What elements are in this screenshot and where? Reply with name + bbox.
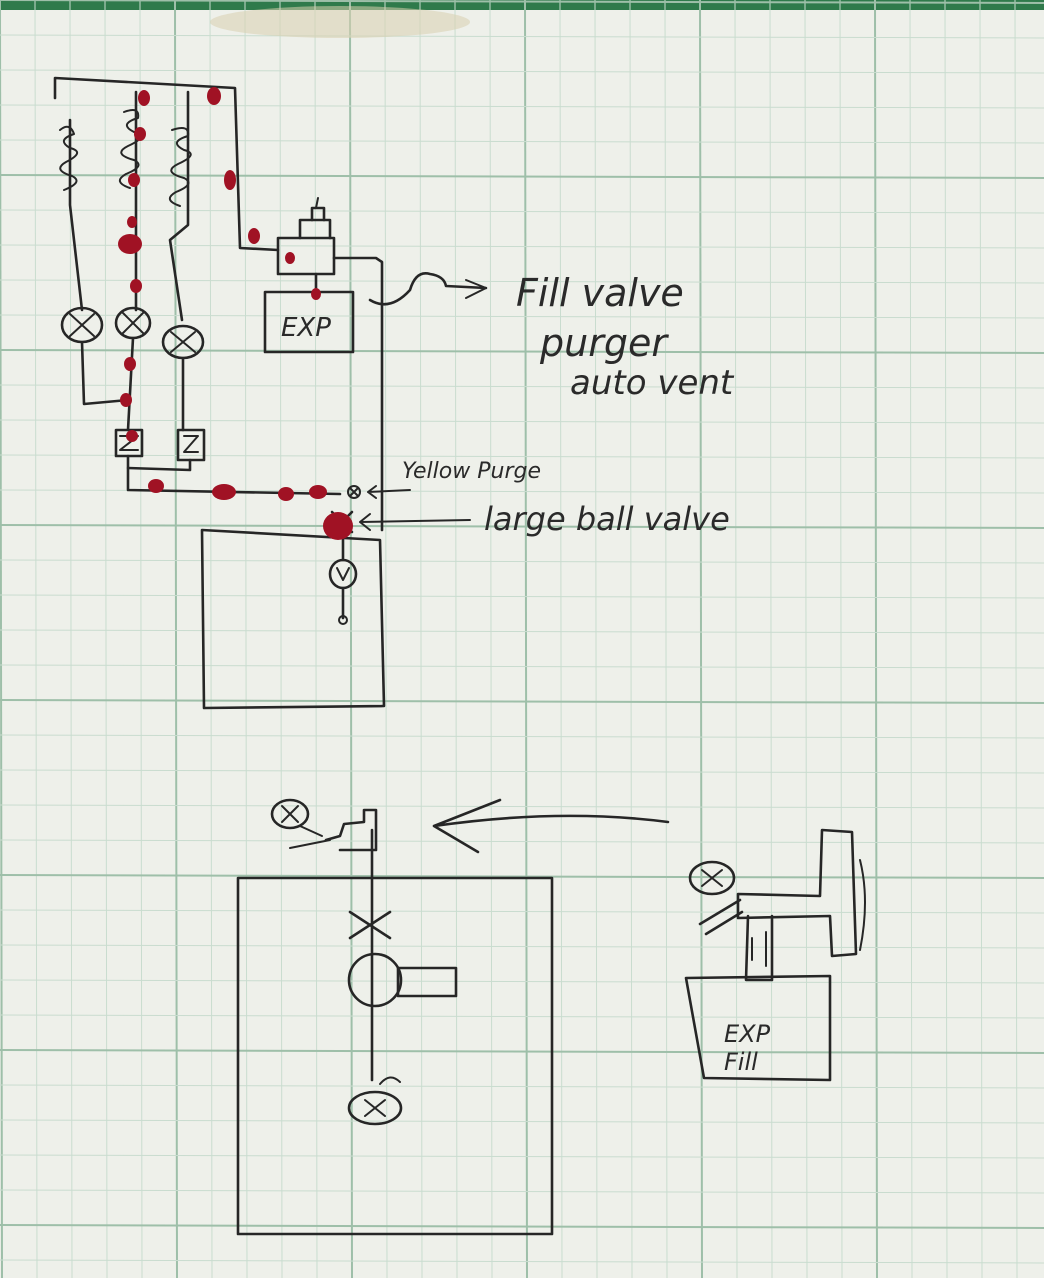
- coffee-stain: [210, 6, 470, 38]
- baseboard-zone-1: [59, 125, 78, 191]
- expansion-tank-fill-detail: EXP Fill: [684, 828, 866, 1082]
- fill-valve-feed-line: [368, 272, 488, 306]
- purger-auto-vent: [276, 197, 384, 532]
- grid-line-horizontal: [0, 69, 1044, 74]
- exp-fill-label-line2: Fill: [724, 1048, 758, 1076]
- large-ball-valve-label: large ball valve: [484, 500, 730, 538]
- yellow-purge-label: Yellow Purge: [402, 459, 541, 484]
- grid-line-vertical: [524, 0, 528, 1278]
- grid-line-horizontal: [0, 559, 1044, 564]
- yellow-purge-valve: [347, 485, 411, 499]
- expansion-tank-top: EXP: [263, 272, 355, 354]
- grid-line-vertical: [909, 0, 913, 1278]
- grid-line-horizontal: [0, 244, 1044, 249]
- baseboard-zone-2: [119, 109, 142, 189]
- grid-line-vertical: [559, 0, 563, 1278]
- grid-line-horizontal: [0, 209, 1044, 214]
- grid-line-vertical: [34, 0, 38, 1278]
- grid-line-vertical: [279, 0, 283, 1278]
- grid-line-horizontal: [0, 594, 1044, 599]
- grid-line-horizontal: [0, 104, 1044, 109]
- grid-line-horizontal: [0, 34, 1044, 39]
- grid-line-horizontal: [0, 279, 1044, 284]
- large-ball-valve: [330, 510, 471, 534]
- grid-line-horizontal: [0, 629, 1044, 634]
- grid-line-vertical: [489, 0, 493, 1278]
- boiler-top: [200, 528, 386, 710]
- grid-line-vertical: [874, 0, 878, 1278]
- auto-vent-label: auto vent: [570, 363, 735, 403]
- grid-line-horizontal: [0, 804, 1044, 809]
- red-flow-markers: [118, 87, 353, 540]
- circulator-zone-2: [114, 306, 152, 340]
- grid-line-vertical: [769, 0, 773, 1278]
- grid-line-vertical: [944, 0, 948, 1278]
- grid-line-horizontal: [0, 1189, 1044, 1194]
- grid-line-horizontal: [0, 769, 1044, 774]
- grid-line-vertical: [244, 0, 248, 1278]
- drain-valve-bottom: [347, 1090, 403, 1126]
- grid-line-vertical: [104, 0, 108, 1278]
- exp-label-top: EXP: [281, 313, 331, 343]
- grid-line-vertical: [734, 0, 738, 1278]
- grid-line-horizontal: [0, 1259, 1044, 1264]
- baseboard-zone-3: [169, 127, 192, 207]
- grid-line-horizontal: [0, 664, 1044, 669]
- grid-line-horizontal: [0, 139, 1044, 144]
- grid-line-vertical: [314, 0, 318, 1278]
- grid-line-horizontal: [0, 1049, 1044, 1054]
- grid-line-vertical: [594, 0, 598, 1278]
- grid-line-horizontal: [0, 1224, 1044, 1229]
- grid-line-horizontal: [0, 419, 1044, 424]
- purge-assembly-detail: [270, 798, 378, 852]
- grid-line-vertical: [174, 0, 178, 1278]
- grid-line-horizontal: [0, 1119, 1044, 1124]
- grid-line-horizontal: [0, 979, 1044, 984]
- grid-line-horizontal: [0, 734, 1044, 739]
- boiler-detail-diagram: [236, 798, 670, 1236]
- grid-line-horizontal: [0, 699, 1044, 704]
- grid-line-horizontal: [0, 0, 1044, 4]
- grid-line-vertical: [349, 0, 353, 1278]
- grid-line-vertical: [454, 0, 458, 1278]
- circulator-zone-1: [60, 306, 104, 344]
- fill-valve-label: Fill valve: [516, 271, 684, 315]
- purger-label: purger: [539, 321, 669, 365]
- grid-line-horizontal: [0, 174, 1044, 179]
- grid-line-vertical: [629, 0, 633, 1278]
- grid-line-vertical: [384, 0, 388, 1278]
- grid-line-horizontal: [0, 944, 1044, 949]
- grid-line-horizontal: [0, 1154, 1044, 1159]
- boiler-piping-diagram-top: EXP: [53, 76, 735, 710]
- grid-line-horizontal: [0, 909, 1044, 914]
- grid-line-vertical: [664, 0, 668, 1278]
- exp-fill-label-line1: EXP: [724, 1020, 771, 1048]
- grid-line-vertical: [839, 0, 843, 1278]
- grid-line-vertical: [804, 0, 808, 1278]
- grid-line-vertical: [1014, 0, 1018, 1278]
- grid-line-vertical: [419, 0, 423, 1278]
- grid-line-vertical: [979, 0, 983, 1278]
- grid-line-horizontal: [0, 454, 1044, 459]
- grid-line-vertical: [139, 0, 143, 1278]
- grid-line-horizontal: [0, 1084, 1044, 1089]
- grid-line-vertical: [209, 0, 213, 1278]
- grid-line-vertical: [0, 0, 3, 1278]
- grid-line-horizontal: [0, 1014, 1044, 1019]
- fill-valve-symbol: [688, 860, 736, 896]
- green-table-edge: [0, 0, 1044, 10]
- circulator-zone-3: [161, 324, 205, 360]
- callout-arrow: [432, 798, 670, 854]
- grid-line-horizontal: [0, 384, 1044, 389]
- grid-line-vertical: [699, 0, 703, 1278]
- grid-line-horizontal: [0, 874, 1044, 879]
- grid-line-horizontal: [0, 839, 1044, 844]
- grid-line-horizontal: [0, 349, 1044, 354]
- grid-line-horizontal: [0, 524, 1044, 529]
- grid-line-horizontal: [0, 314, 1044, 319]
